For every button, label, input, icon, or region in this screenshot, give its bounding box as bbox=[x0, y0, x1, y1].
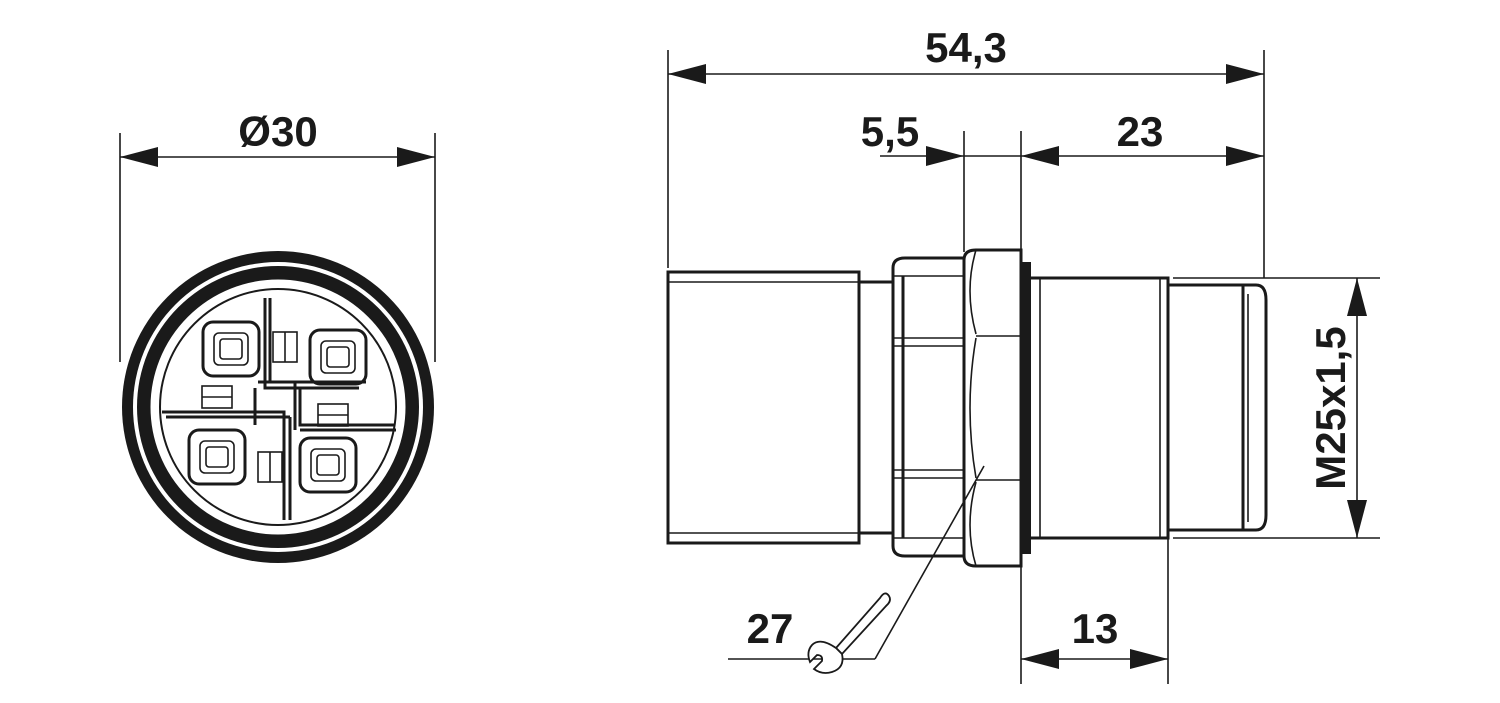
overall-length-label: 54,3 bbox=[925, 24, 1007, 71]
wrench-size-callout: 27 bbox=[728, 465, 985, 674]
coding-key-left bbox=[201, 385, 233, 409]
thread-length-label: 13 bbox=[1072, 605, 1119, 652]
nut-offset-label: 5,5 bbox=[861, 108, 919, 155]
coding-key-bottom bbox=[257, 451, 283, 483]
housing-neck bbox=[859, 280, 893, 535]
contact-bottom-left bbox=[187, 428, 247, 486]
coding-key-right bbox=[317, 403, 349, 427]
thread-spec-label: M25x1,5 bbox=[1307, 326, 1354, 489]
diameter-label: Ø30 bbox=[238, 108, 317, 155]
insert-dividers bbox=[162, 298, 396, 520]
hex-nut bbox=[962, 248, 1023, 568]
overall-length-dimension: 54,3 bbox=[667, 24, 1265, 278]
side-view: 54,3 5,5 23 bbox=[666, 24, 1380, 684]
wrench-size-label: 27 bbox=[747, 605, 794, 652]
housing-body bbox=[666, 270, 861, 545]
contact-top-right bbox=[308, 328, 368, 386]
insert-face bbox=[147, 276, 409, 538]
coding-key-top bbox=[272, 331, 298, 363]
contact-bottom-right bbox=[298, 436, 358, 494]
diameter-dimension: Ø30 bbox=[119, 108, 436, 362]
hex-body bbox=[891, 256, 966, 558]
thread-length-dimension: 13 bbox=[1020, 538, 1169, 684]
thread-section-label: 23 bbox=[1117, 108, 1164, 155]
contact-top-left bbox=[201, 320, 261, 378]
front-view: Ø30 bbox=[119, 108, 436, 563]
insert-inner-edge bbox=[159, 288, 397, 526]
wrench-icon bbox=[807, 592, 891, 674]
thread-spec-dimension: M25x1,5 bbox=[1307, 278, 1367, 538]
nut-offset-dimension: 5,5 bbox=[861, 108, 1022, 252]
threaded-section bbox=[1031, 276, 1268, 540]
thread-section-dimension: 23 bbox=[1021, 108, 1264, 166]
sealing-washer bbox=[1021, 262, 1031, 554]
